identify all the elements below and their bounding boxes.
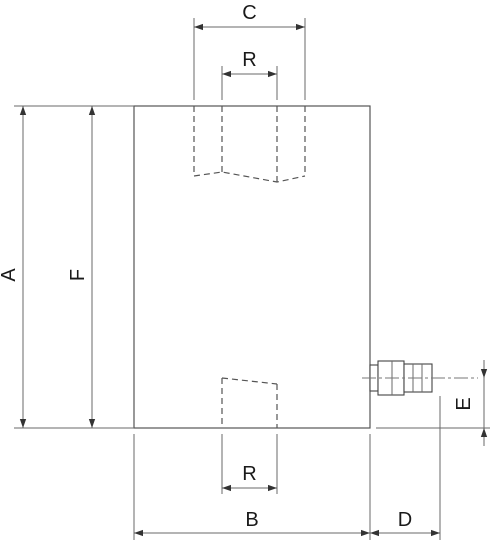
bottom-port-hidden-lines <box>221 377 278 428</box>
label-F: F <box>67 269 89 281</box>
top-port-hidden-lines <box>193 106 306 183</box>
label-B: B <box>245 509 258 531</box>
label-D: D <box>398 509 412 531</box>
label-R-top: R <box>242 49 256 71</box>
label-R-bottom: R <box>242 463 256 485</box>
dimension-labels: C R R B D A F E <box>0 2 475 531</box>
cylinder-body <box>133 105 371 429</box>
dimension-lines <box>19 23 488 537</box>
side-fitting <box>362 360 478 396</box>
label-E: E <box>453 397 475 410</box>
label-C: C <box>242 2 256 24</box>
extension-lines <box>14 18 490 540</box>
label-A: A <box>0 268 20 282</box>
